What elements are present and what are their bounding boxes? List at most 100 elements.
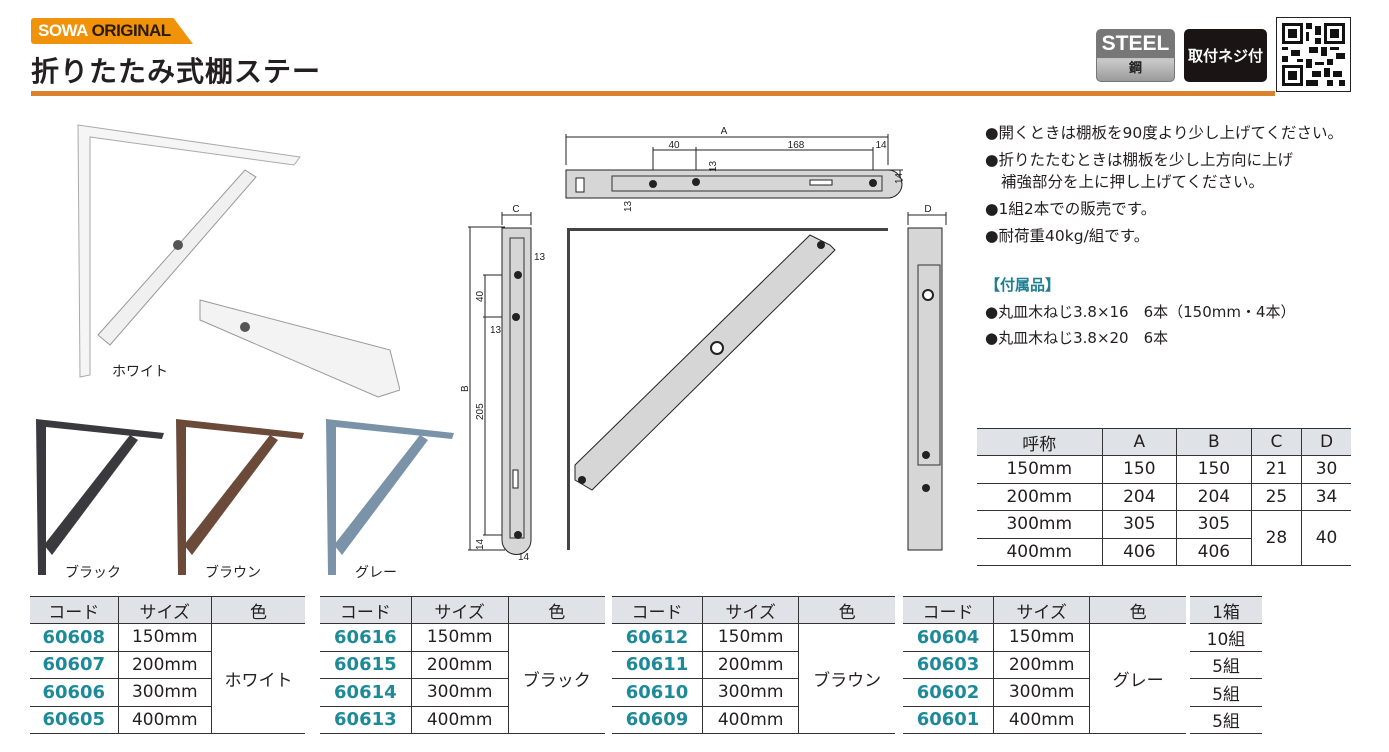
product-size: 300mm <box>410 678 509 706</box>
product-size: 300mm <box>993 678 1090 706</box>
product-color: グレー <box>1089 623 1186 734</box>
photo-label-white: ホワイト <box>112 364 168 380</box>
photo-label-gray: グレー <box>355 565 397 581</box>
product-size: 400mm <box>117 705 212 734</box>
product-size: 400mm <box>410 705 509 734</box>
accessory-item: ●丸皿木ねじ3.8×20 6本 <box>985 329 1169 347</box>
product-color: ブラウン <box>798 623 895 734</box>
dim-14-top: 14 <box>875 140 887 151</box>
product-code: 60611 <box>612 650 703 679</box>
product-code: 60608 <box>30 623 118 651</box>
accessories-list: ●丸皿木ねじ3.8×16 6本（150mm・4本） ●丸皿木ねじ3.8×20 6… <box>985 299 1296 351</box>
product-size: 200mm <box>702 650 799 679</box>
white-bracket-photo <box>77 124 400 398</box>
dim-168: 168 <box>788 140 805 151</box>
black-bracket-photo <box>36 419 164 575</box>
qr-code[interactable] <box>1276 17 1351 92</box>
product-size: 200mm <box>993 650 1090 679</box>
dim-13-top: 13 <box>708 160 719 172</box>
dim-C: C <box>512 204 519 215</box>
dim-40-vert: 40 <box>475 290 486 302</box>
title-divider <box>31 91 1275 96</box>
accessories-heading: 【付属品】 <box>985 276 1061 294</box>
product-code: 60602 <box>903 678 994 706</box>
dim-B: B <box>460 385 471 392</box>
product-color: ホワイト <box>211 623 305 734</box>
product-size: 150mm <box>993 623 1090 651</box>
product-code: 60616 <box>320 623 412 651</box>
product-code: 60613 <box>320 705 412 734</box>
dim-13-top2: 13 <box>623 200 634 212</box>
product-color: ブラック <box>507 623 605 734</box>
product-code: 60615 <box>320 650 412 679</box>
photo-label-brown: ブラウン <box>205 565 261 581</box>
brown-bracket-photo <box>176 419 304 575</box>
product-code: 60605 <box>30 705 118 734</box>
product-size: 200mm <box>117 650 212 679</box>
dim-205: 205 <box>475 403 486 420</box>
product-size: 400mm <box>993 705 1090 734</box>
page-title: 折りたたみ式棚ステー <box>31 55 322 88</box>
gray-bracket-photo <box>326 419 454 575</box>
note: ●開くときは棚板を90度より少し上げてください。 <box>985 124 1343 142</box>
dim-14-side: 14 <box>894 172 905 184</box>
dim-13-side2: 13 <box>490 325 502 336</box>
product-code: 60604 <box>903 623 994 651</box>
product-size: 400mm <box>702 705 799 734</box>
product-size: 300mm <box>117 678 212 706</box>
dim-13-side: 13 <box>534 252 546 263</box>
product-size: 300mm <box>702 678 799 706</box>
product-size: 150mm <box>702 623 799 651</box>
brand-label: SOWA ORIGINAL <box>31 18 193 44</box>
dim-40: 40 <box>668 140 680 151</box>
product-code: 60607 <box>30 650 118 679</box>
photo-label-black: ブラック <box>65 565 121 581</box>
product-size: 150mm <box>117 623 212 651</box>
product-code: 60610 <box>612 678 703 706</box>
note: 補強部分を上に押し上げてください。 <box>1001 173 1265 191</box>
usage-notes: ●開くときは棚板を90度より少し上げてください。 ●折りたたむときは棚板を少し上… <box>985 122 1343 252</box>
dim-A: A <box>721 126 728 137</box>
product-code: 60601 <box>903 705 994 734</box>
note: ●耐荷重40kg/組です。 <box>985 227 1150 245</box>
product-size: 200mm <box>410 650 509 679</box>
product-size: 150mm <box>410 623 509 651</box>
technical-drawing: A 40 168 14 14 13 13 C D B 40 205 14 14 … <box>460 126 947 560</box>
dim-14-width: 14 <box>518 552 530 560</box>
screw-included-badge: 取付ネジ付 <box>1184 29 1267 82</box>
dim-14-bottom: 14 <box>475 538 486 550</box>
product-code: 60603 <box>903 650 994 679</box>
product-code: 60614 <box>320 678 412 706</box>
product-code: 60612 <box>612 623 703 651</box>
note: ●1組2本での販売です。 <box>985 200 1157 218</box>
accessory-item: ●丸皿木ねじ3.8×16 6本（150mm・4本） <box>985 303 1296 321</box>
note: ●折りたたむときは棚板を少し上方向に上げ <box>985 151 1294 169</box>
colored-bracket-photos <box>36 419 454 575</box>
product-code: 60609 <box>612 705 703 734</box>
dim-D: D <box>924 204 931 215</box>
product-code: 60606 <box>30 678 118 706</box>
